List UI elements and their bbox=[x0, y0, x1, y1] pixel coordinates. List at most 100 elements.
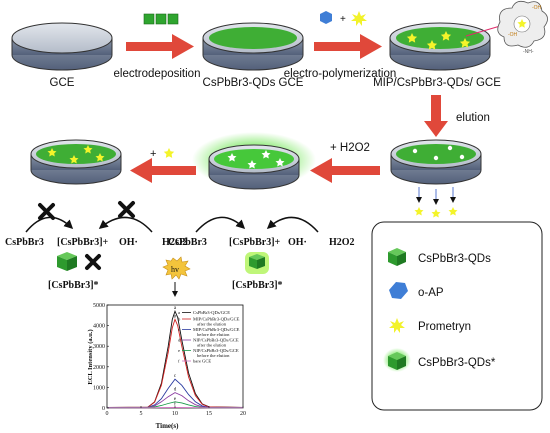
prometryn-add-star-icon bbox=[163, 148, 175, 158]
legend-item-2: Prometryn bbox=[418, 321, 471, 333]
series-peak-label-a: a bbox=[174, 306, 177, 311]
series-peak-label-b: b bbox=[174, 314, 177, 319]
x-tick-label: 20 bbox=[240, 411, 246, 417]
mech-left-h2o2: H2O2 bbox=[162, 237, 188, 248]
legend-letter-c: c bbox=[178, 327, 180, 332]
x-tick-label: 15 bbox=[206, 411, 212, 417]
arrow-add-prometryn bbox=[130, 158, 196, 183]
legend-letter-d: d bbox=[178, 338, 181, 343]
mech-left-oh: OH· bbox=[119, 237, 138, 248]
blocked-x-icon-1 bbox=[38, 203, 55, 220]
legend-series-name-cont: before the elution bbox=[197, 353, 230, 358]
mechanism-right: CsPbBr3 [CsPbBr3]+ OH· H2O2 [CsPbBr3]* bbox=[168, 216, 355, 291]
series-peak-label-f: f bbox=[174, 402, 176, 407]
y-tick-label: 1000 bbox=[93, 385, 105, 391]
blocked-x-icon-2 bbox=[118, 201, 135, 218]
legend-series-name: MIP/CsPbBr3-QDs/GCE bbox=[193, 317, 240, 322]
cspbbr3-qd-cubes-icon bbox=[143, 13, 179, 25]
glowing-cube-icon bbox=[249, 254, 265, 269]
legend-glowing-cube-icon bbox=[388, 352, 406, 370]
series-peak-label-c: c bbox=[174, 374, 177, 379]
legend-item-1: o-AP bbox=[418, 287, 444, 299]
y-tick-label: 0 bbox=[102, 406, 105, 412]
legend-series-name-cont: after the elution bbox=[197, 343, 227, 348]
legend-series-name-cont: before the elution bbox=[197, 332, 230, 337]
arrow-electrodeposition bbox=[126, 34, 194, 59]
legend-letter-a: a bbox=[178, 310, 180, 315]
arrow-h2o2 bbox=[310, 158, 380, 183]
legend-item-0: CsPbBr3-QDs bbox=[418, 253, 491, 265]
label-oh-left: -OH bbox=[508, 32, 518, 38]
legend-blue-hexagon-icon bbox=[389, 282, 408, 299]
prometryn-star-icon bbox=[351, 11, 367, 26]
x-tick-label: 0 bbox=[106, 411, 109, 417]
x-tick-label: 10 bbox=[172, 411, 178, 417]
legend-item-3: CsPbBr3-QDs* bbox=[418, 357, 496, 369]
label-cspbbr3-gce: CsPbBr3-QDs GCE bbox=[203, 77, 304, 89]
legend-letter-b: b bbox=[178, 317, 181, 322]
legend-yellow-star-icon bbox=[389, 318, 405, 333]
label-mip-gce: MIP/CsPbBr3-QDs/ GCE bbox=[373, 77, 501, 89]
label-electropolymerization: electro-polymerization bbox=[284, 68, 397, 80]
blocked-x-icon-3 bbox=[85, 254, 101, 270]
y-tick-label: 5000 bbox=[93, 303, 105, 309]
y-tick-label: 3000 bbox=[93, 344, 105, 350]
mech-left-cspbbr3: CsPbBr3 bbox=[5, 237, 44, 248]
arrow-elution bbox=[424, 95, 448, 137]
legend-series-name: CsPbBr3-QDs/GCE bbox=[193, 310, 230, 315]
legend-series-name-cont: after the elution bbox=[197, 322, 227, 327]
label-nh: -NH- bbox=[523, 49, 534, 55]
legend-series-name: NIP/CsPbBr3-QDs/GCE bbox=[193, 348, 239, 353]
mech-right-cation: [CsPbBr3]+ bbox=[229, 237, 281, 248]
series-line-b bbox=[106, 318, 244, 408]
legend-green-cube-icon bbox=[388, 248, 406, 266]
label-plus-h2o2: + H2O2 bbox=[330, 142, 370, 154]
series-peak-label-d: d bbox=[174, 388, 177, 393]
legend-series-name: MIP/CsPbBr3-QDs/GCE bbox=[193, 327, 240, 332]
legend: CsPbBr3-QDs o-AP Prometryn CsPbBr3-QDs* bbox=[371, 221, 543, 411]
chart-ylabel: ECL Intensity (a.u.) bbox=[87, 329, 94, 384]
mech-right-cspbbr3: CsPbBr3 bbox=[168, 237, 207, 248]
electrode-cspbbr3-gce bbox=[202, 22, 304, 71]
electrode-gce bbox=[11, 22, 113, 71]
series-peak-label-e: e bbox=[174, 397, 177, 402]
plus-sign-row2: + bbox=[150, 148, 156, 160]
label-gce: GCE bbox=[50, 77, 75, 89]
light-burst-icon bbox=[162, 256, 191, 280]
series-line-d bbox=[106, 392, 244, 409]
electrode-mip-gce bbox=[389, 22, 491, 71]
x-tick-label: 5 bbox=[140, 411, 143, 417]
electrode-glowing bbox=[208, 144, 300, 190]
label-electrodeposition: electrodeposition bbox=[114, 68, 201, 80]
legend-letter-e: e bbox=[178, 348, 180, 353]
legend-series-name: bare GCE bbox=[193, 359, 211, 364]
plus-sign: + bbox=[340, 14, 346, 25]
mech-right-h2o2: H2O2 bbox=[329, 237, 355, 248]
mechanism-left: CsPbBr3 [CsPbBr3]+ OH· H2O2 [CsPbBr3]* bbox=[5, 201, 188, 291]
electrode-after-elution bbox=[390, 139, 482, 185]
imprinted-cavity-cloud bbox=[497, 0, 548, 48]
hv-label: hv bbox=[171, 265, 179, 274]
arrow-electropolymerization bbox=[314, 34, 382, 59]
y-tick-label: 4000 bbox=[93, 324, 105, 330]
mech-right-oh: OH· bbox=[288, 237, 307, 248]
chart-plot-area bbox=[106, 304, 244, 409]
cube-icon-left bbox=[57, 252, 77, 271]
released-prometryn-stars bbox=[414, 207, 458, 218]
released-prometryn-arrows bbox=[416, 187, 456, 205]
mech-right-product: [CsPbBr3]* bbox=[232, 280, 283, 291]
series-line-c bbox=[106, 378, 244, 409]
legend-letter-f: f bbox=[178, 359, 180, 364]
label-elution: elution bbox=[456, 112, 490, 124]
mech-left-product: [CsPbBr3]* bbox=[48, 280, 99, 291]
electrode-rebound bbox=[30, 139, 122, 185]
y-tick-label: 2000 bbox=[93, 365, 105, 371]
o-ap-hexagon-icon bbox=[320, 11, 332, 24]
label-oh-top: -OH bbox=[532, 5, 542, 11]
legend-series-name: NIP/CsPbBr3-QDs/GCE bbox=[193, 338, 239, 343]
mech-left-cation: [CsPbBr3]+ bbox=[57, 237, 109, 248]
chart-xlabel: Time(s) bbox=[156, 422, 179, 430]
